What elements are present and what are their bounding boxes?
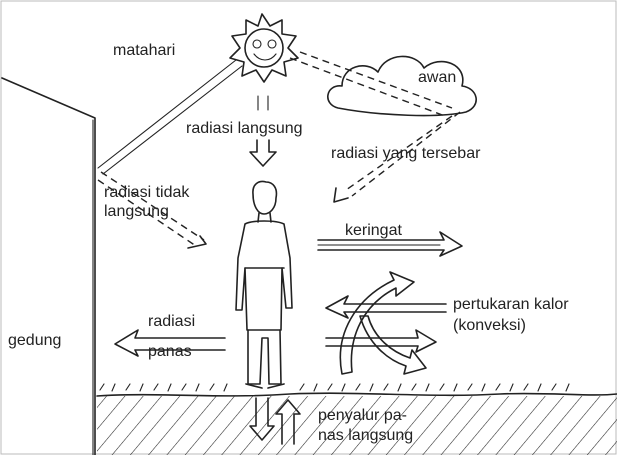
convection-label-line1: pertukaran kalor: [453, 296, 569, 313]
building-wall: [2, 78, 95, 455]
sun-to-wall-rays: [98, 60, 242, 174]
building-label: gedung: [8, 332, 61, 349]
cloud-label: awan: [418, 69, 456, 86]
sweat-label: keringat: [345, 222, 402, 239]
indirect-radiation-label-line1: radiasi tidak: [104, 184, 190, 201]
person-figure: [236, 182, 292, 389]
heat-radiation-label-line2: panas: [148, 343, 192, 360]
convection-label-line2: (konveksi): [453, 317, 526, 334]
convection-arrows: [326, 272, 446, 374]
indirect-radiation-label-line2: langsung: [104, 203, 169, 220]
sun-label: matahari: [113, 42, 175, 59]
conduction-label-line1: penyalur pa-: [318, 407, 407, 424]
sun-icon: [230, 14, 298, 82]
conduction-label-line2: nas langsung: [318, 427, 413, 444]
direct-radiation-label: radiasi langsung: [186, 120, 303, 137]
scattered-radiation-label: radiasi yang tersebar: [331, 145, 481, 162]
heat-radiation-label-line1: radiasi: [148, 313, 195, 330]
